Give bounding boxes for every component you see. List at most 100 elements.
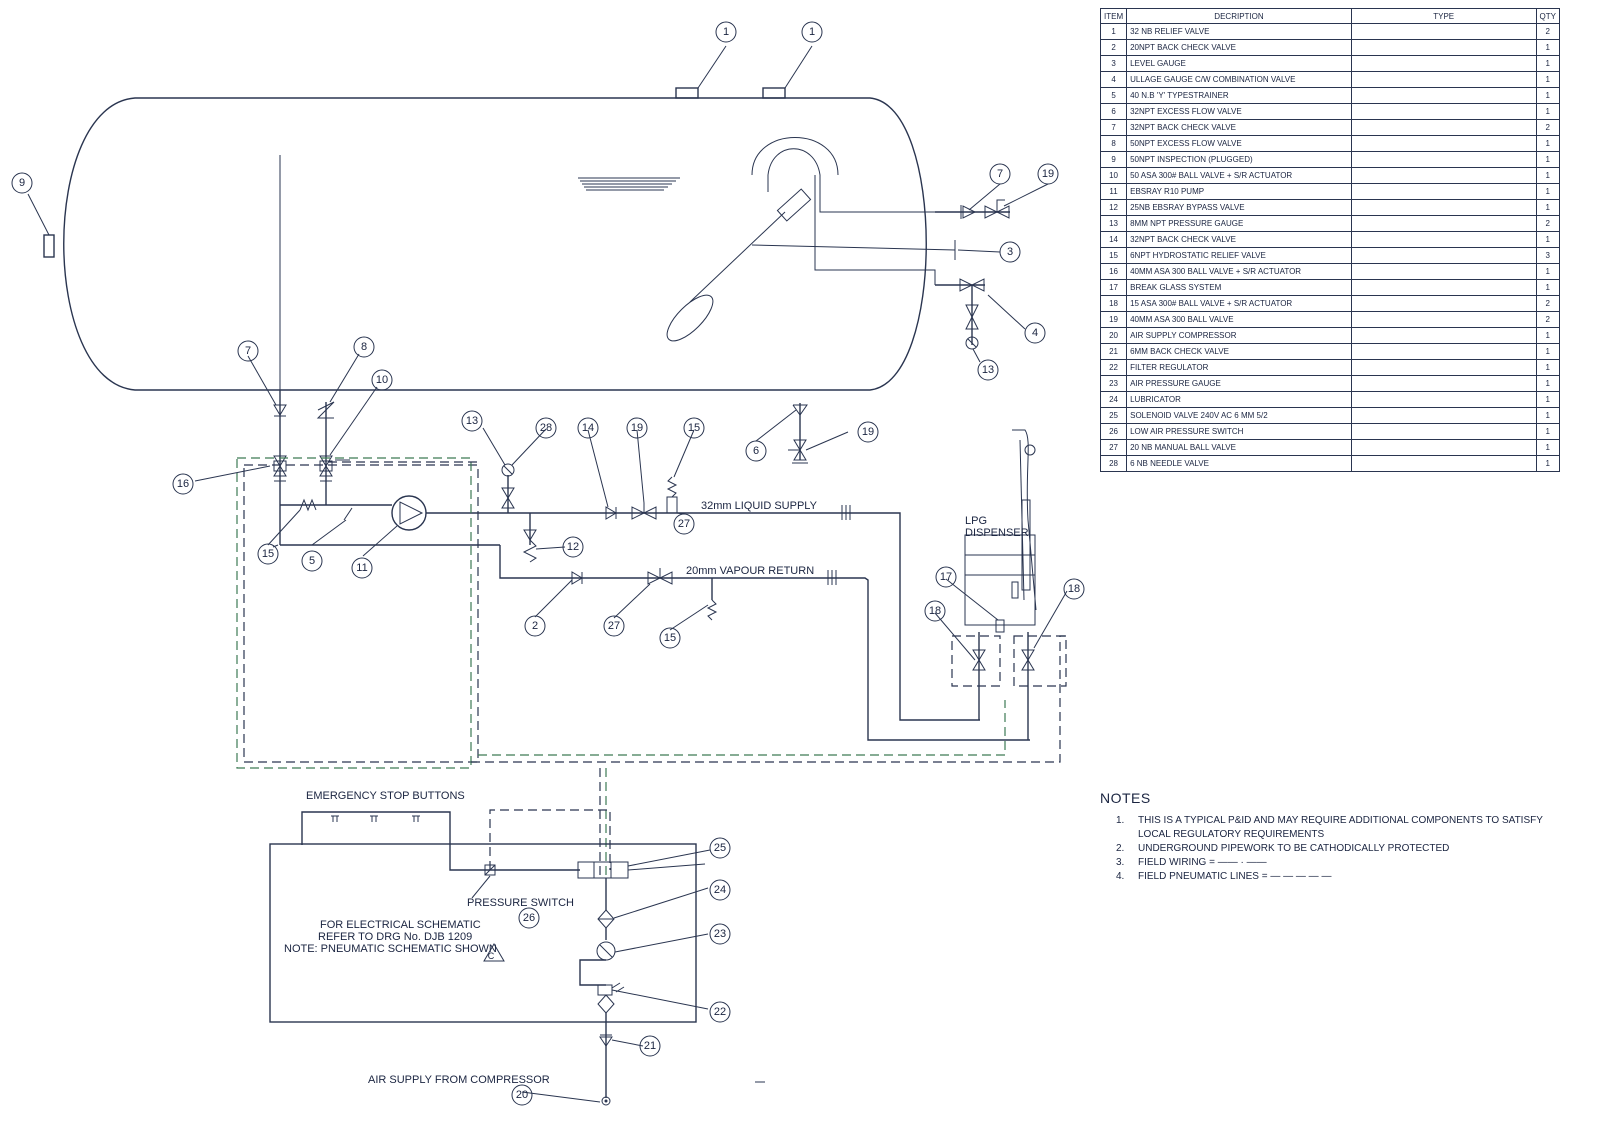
cell-type	[1350, 327, 1537, 344]
cell-item: 1	[1099, 23, 1128, 40]
cell-qty: 1	[1535, 343, 1561, 360]
note-item: 3. FIELD WIRING = —— · ——	[1116, 856, 1570, 870]
cell-type	[1350, 391, 1537, 408]
cell-type	[1350, 167, 1537, 184]
note-text: UNDERGROUND PIPEWORK TO BE CATHODICALLY …	[1138, 843, 1450, 854]
item-bubble-number: 19	[862, 426, 874, 438]
item-bubble-number: 13	[466, 415, 478, 427]
cell-item: 2	[1099, 39, 1128, 56]
cell-item: 11	[1099, 183, 1128, 200]
item-bubble-number: 18	[929, 605, 941, 617]
cell-item: 18	[1099, 295, 1128, 312]
cell-type	[1350, 359, 1537, 376]
electrical-note-1: FOR ELECTRICAL SCHEMATIC	[320, 919, 481, 931]
cell-description: 32NPT EXCESS FLOW VALVE	[1126, 103, 1352, 120]
item-bubble-number: 15	[262, 548, 274, 560]
cell-description: 40MM ASA 300 BALL VALVE + S/R ACTUATOR	[1126, 263, 1352, 280]
cell-type	[1350, 23, 1537, 40]
cell-qty: 1	[1535, 199, 1561, 216]
cell-item: 28	[1099, 455, 1128, 472]
cell-description: 40MM ASA 300 BALL VALVE	[1126, 311, 1352, 328]
cell-type	[1350, 151, 1537, 168]
cell-qty: 1	[1535, 455, 1561, 472]
cell-item: 26	[1099, 423, 1128, 440]
cell-qty: 1	[1535, 263, 1561, 280]
cell-type	[1350, 87, 1537, 104]
item-bubble-number: 9	[19, 177, 25, 189]
item-bubble-number: 17	[940, 571, 952, 583]
item-bubble-number: 20	[516, 1089, 528, 1101]
cell-item: 4	[1099, 71, 1128, 88]
cell-qty: 1	[1535, 135, 1561, 152]
cell-qty: 1	[1535, 103, 1561, 120]
note-item: 1.THIS IS A TYPICAL P&ID AND MAY REQUIRE…	[1116, 814, 1570, 842]
cell-item: 25	[1099, 407, 1128, 424]
item-bubble-number: 4	[1032, 327, 1038, 339]
note-number: 3.	[1116, 857, 1125, 868]
liquid-supply-label: 32mm LIQUID SUPPLY	[701, 500, 818, 512]
cell-description: 20NPT BACK CHECK VALVE	[1126, 39, 1352, 56]
header-description: DECRIPTION	[1126, 8, 1352, 24]
cell-type	[1350, 439, 1537, 456]
cell-qty: 1	[1535, 39, 1561, 56]
cell-description: LOW AIR PRESSURE SWITCH	[1126, 423, 1352, 440]
cell-qty: 1	[1535, 407, 1561, 424]
item-bubble-number: 27	[608, 620, 620, 632]
cell-type	[1350, 407, 1537, 424]
item-bubble-circle	[524, 615, 546, 637]
cell-type	[1350, 423, 1537, 440]
item-bubble-circle	[1037, 163, 1059, 185]
cell-qty: 2	[1535, 311, 1561, 328]
item-bubble-number: 26	[523, 912, 535, 924]
cell-item: 16	[1099, 263, 1128, 280]
item-bubble-number: 15	[664, 632, 676, 644]
cell-qty: 2	[1535, 119, 1561, 136]
item-bubble-circle	[562, 536, 584, 558]
notes-list: 1.THIS IS A TYPICAL P&ID AND MAY REQUIRE…	[1100, 814, 1570, 884]
cell-type	[1350, 119, 1537, 136]
cell-qty: 1	[1535, 231, 1561, 248]
item-bubble-number: 12	[567, 541, 579, 553]
cell-qty: 1	[1535, 327, 1561, 344]
note-text: FIELD WIRING = —— · ——	[1138, 857, 1267, 868]
item-bubble-number: 28	[540, 422, 552, 434]
item-bubble-number: 7	[997, 168, 1003, 180]
cell-qty: 1	[1535, 279, 1561, 296]
cell-qty: 3	[1535, 247, 1561, 264]
cell-item: 15	[1099, 247, 1128, 264]
cell-type	[1350, 39, 1537, 56]
item-bubble-circle	[11, 172, 33, 194]
cell-description: 20 NB MANUAL BALL VALVE	[1126, 439, 1352, 456]
item-bubble-circle	[709, 923, 731, 945]
cell-type	[1350, 455, 1537, 472]
air-supply-label: AIR SUPPLY FROM COMPRESSOR	[368, 1074, 550, 1086]
item-bubble-circle	[371, 369, 393, 391]
cell-item: 23	[1099, 375, 1128, 392]
cell-description: EBSRAY R10 PUMP	[1126, 183, 1352, 200]
cell-item: 10	[1099, 167, 1128, 184]
item-bubble-circle	[715, 21, 737, 43]
item-bubble-number: 11	[356, 562, 367, 574]
item-bubble-number: 13	[982, 364, 994, 376]
pressure-switch-label: PRESSURE SWITCH	[467, 897, 574, 909]
cell-item: 19	[1099, 311, 1128, 328]
cell-qty: 1	[1535, 423, 1561, 440]
cell-item: 12	[1099, 199, 1128, 216]
cell-item: 3	[1099, 55, 1128, 72]
cell-type	[1350, 135, 1537, 152]
cell-type	[1350, 183, 1537, 200]
cell-description: SOLENOID VALVE 240V AC 6 MM 5/2	[1126, 407, 1352, 424]
